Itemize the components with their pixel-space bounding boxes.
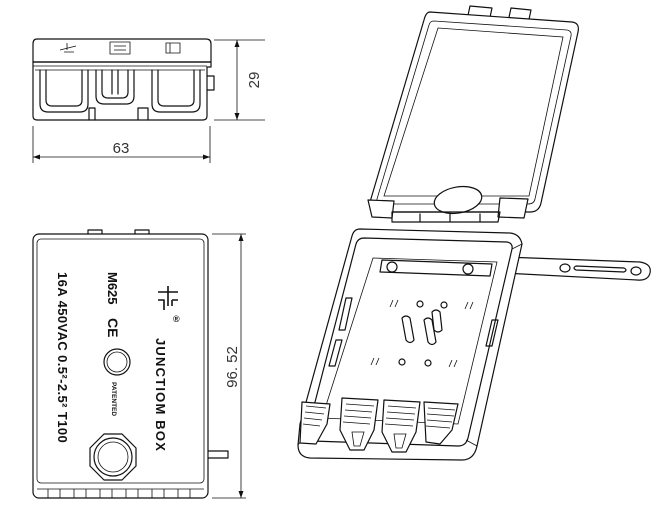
side-view-height-label: 29 [246,72,263,89]
terminal-mark [389,299,399,308]
screw-post [431,309,443,333]
terminal-mark [448,359,458,368]
box-rib [485,319,499,347]
mounting-hole [386,261,398,273]
terminal-hole [416,300,424,308]
terminal-mark [464,301,474,310]
side-view: 29 63 [32,38,265,163]
strap-hole [630,266,642,276]
side-view-lid-mark [165,42,181,54]
front-view: ® 16A 450VAC 0.5²-2.5² T100 M625 CE PATE… [32,229,246,499]
lid-knockout [433,185,483,215]
cable-entry-far-right [423,401,459,445]
side-view-width-dimension: 63 [32,126,211,163]
cable-tie-strap [502,256,651,281]
side-view-lid [32,38,212,63]
brand-logo: ® [158,286,180,324]
box-rib [328,339,343,367]
rating-text: 16A 450VAC 0.5²-2.5² T100 [55,272,70,443]
front-view-inner-outline [36,238,205,484]
front-view-height-label: 96. 52 [224,346,241,388]
front-view-outline [32,233,209,499]
side-view-height-dimension: 29 [214,39,265,121]
side-view-body [32,61,212,121]
lid-rim [383,27,564,197]
product-title: JUNCTIOM BOX [153,338,168,452]
lid-outline [369,11,579,213]
side-view-side-tab [206,75,215,91]
terminal-hole [440,301,448,309]
mounting-hole [462,263,474,275]
strap-hole [559,263,571,273]
box-rib [338,297,353,331]
cable-entry-left [299,401,331,445]
front-view-bottom-teeth [47,489,191,498]
box-body [297,228,523,461]
terminal-hole [424,359,432,367]
model-number: M625 [105,272,120,305]
screw-post [401,315,415,344]
side-view-cavity-right [151,69,201,113]
side-view-lid-mark [59,43,77,53]
front-view-height-dimension: 96. 52 [212,233,246,499]
lid-hinge-tab [367,199,395,219]
cable-gland [89,433,137,481]
lid-hinge-tab [497,197,529,219]
cable-entry-middle [339,397,379,451]
side-view-bottom-notch [88,107,149,121]
front-view-top-tab [87,229,150,235]
terminal-mark [370,357,380,366]
registered-mark: ® [173,314,180,324]
screw-post [423,317,437,346]
lid-inner-outline [376,20,572,205]
strap-slot [573,265,627,273]
terminal-hole [398,358,406,366]
mounting-slot [379,259,493,277]
front-view-side-pin [207,450,229,459]
box-floor [321,257,498,425]
indicator-circle [103,348,131,376]
side-view-lid-mark [109,41,131,55]
open-lid [367,5,579,223]
box-rim [305,237,513,447]
side-view-width-label: 63 [113,140,130,157]
isometric-view [297,5,651,461]
patent-text: PATENTED [110,382,117,416]
lid-hinge-bar [391,211,501,223]
ce-mark: CE [105,318,121,337]
cable-entry-right [381,399,421,453]
side-view-cavity-left [39,69,89,113]
side-view-cavity-middle [95,69,135,105]
